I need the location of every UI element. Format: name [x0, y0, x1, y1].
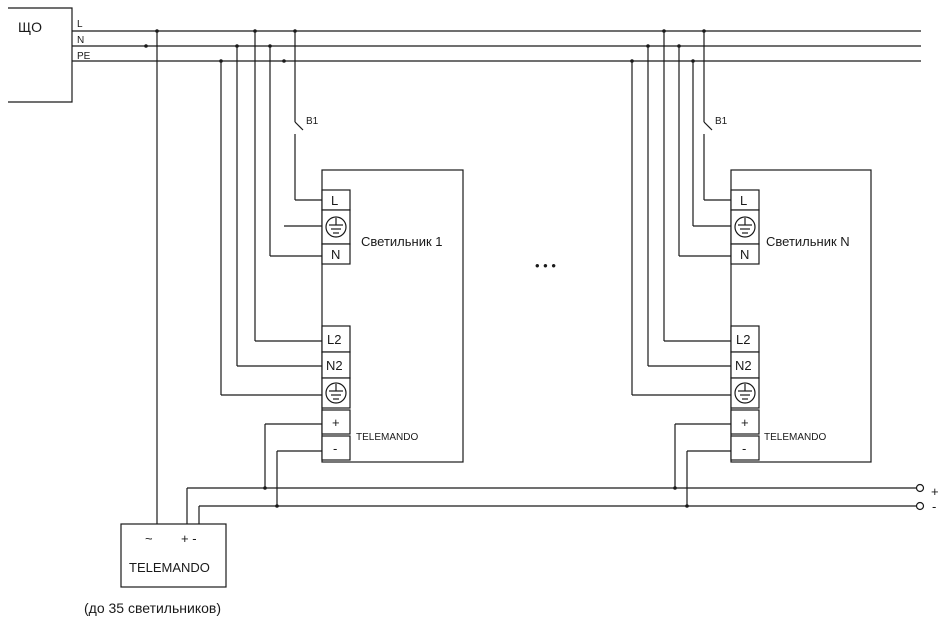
- fixture-1-terminal-plus-label: +: [332, 415, 340, 430]
- fixture-n: L N Светильник N L2 N2 + - TELEMANDO: [630, 29, 872, 508]
- earth-icon: [734, 216, 756, 238]
- fixture-n-terminal-minus-label: -: [742, 441, 746, 456]
- earth-icon: [325, 216, 347, 238]
- fixture-1-terminal-n2: [321, 351, 351, 379]
- fixture-n-switch-label: B1: [715, 116, 728, 127]
- fixture-n-terminal-minus: [730, 435, 760, 461]
- fixture-1-terminal-l2: [321, 325, 351, 353]
- fixture-n-terminal-plus-label: +: [741, 415, 749, 430]
- controller-dc-output-label: + -: [181, 531, 197, 546]
- controller-name: TELEMANDO: [129, 560, 210, 575]
- fixture-1-terminal-plus: [321, 409, 351, 435]
- panel-label: ЩО: [18, 19, 42, 35]
- bus-label-l: L: [77, 19, 83, 30]
- fixture-1-terminal-earth: [321, 209, 351, 245]
- fixture-1-terminal-minus: [321, 435, 351, 461]
- fixture-1-terminal-n2-label: N2: [326, 358, 343, 373]
- bus-label-n: N: [77, 35, 84, 46]
- controller-ac-input-label: ~: [145, 531, 153, 546]
- fixture-1-terminal-l-label: L: [331, 193, 338, 208]
- bus-label-pe: PE: [77, 51, 91, 62]
- control-lines: + -: [187, 483, 939, 514]
- fixture-n-name: Светильник N: [766, 234, 850, 249]
- fixture-1-terminal-n: [321, 243, 351, 265]
- fixture-n-terminal-n2-label: N2: [735, 358, 752, 373]
- fixture-1-terminal-minus-label: -: [333, 441, 337, 456]
- fixture-1: L N Светильник 1 L2 N2 + - TELEMANDO: [219, 29, 464, 508]
- fixture-1-terminal-n-label: N: [331, 247, 340, 262]
- fixture-n-module: TELEMANDO: [764, 432, 826, 443]
- output-terminal-minus-label: -: [932, 499, 936, 514]
- main-buses: [72, 30, 921, 63]
- earth-icon: [734, 382, 756, 404]
- fixture-1-name: Светильник 1: [361, 234, 443, 249]
- controller-note: (до 35 светильников): [84, 600, 221, 616]
- fixture-n-terminal-n-label: N: [740, 247, 749, 262]
- controller: ~ + - TELEMANDO (до 35 светильников): [84, 29, 227, 616]
- earth-icon: [325, 382, 347, 404]
- output-terminal-plus: [915, 483, 925, 493]
- fixture-n-terminal-n: [730, 243, 760, 265]
- output-terminal-minus: [915, 501, 925, 511]
- output-terminal-plus-label: +: [931, 484, 939, 499]
- fixture-1-module: TELEMANDO: [356, 432, 418, 443]
- fixture-n-terminal-l2-label: L2: [736, 332, 750, 347]
- fixture-n-terminal-earth: [730, 209, 760, 245]
- fixture-1-switch-label: B1: [306, 116, 319, 127]
- fixture-n-terminal-l-label: L: [740, 193, 747, 208]
- distribution-panel: ЩО L N PE: [8, 7, 91, 103]
- ellipsis: • • •: [535, 258, 556, 273]
- controller-box: [120, 523, 227, 588]
- fixture-n-terminal-plus: [730, 409, 760, 435]
- fixture-1-terminal-l2-label: L2: [327, 332, 341, 347]
